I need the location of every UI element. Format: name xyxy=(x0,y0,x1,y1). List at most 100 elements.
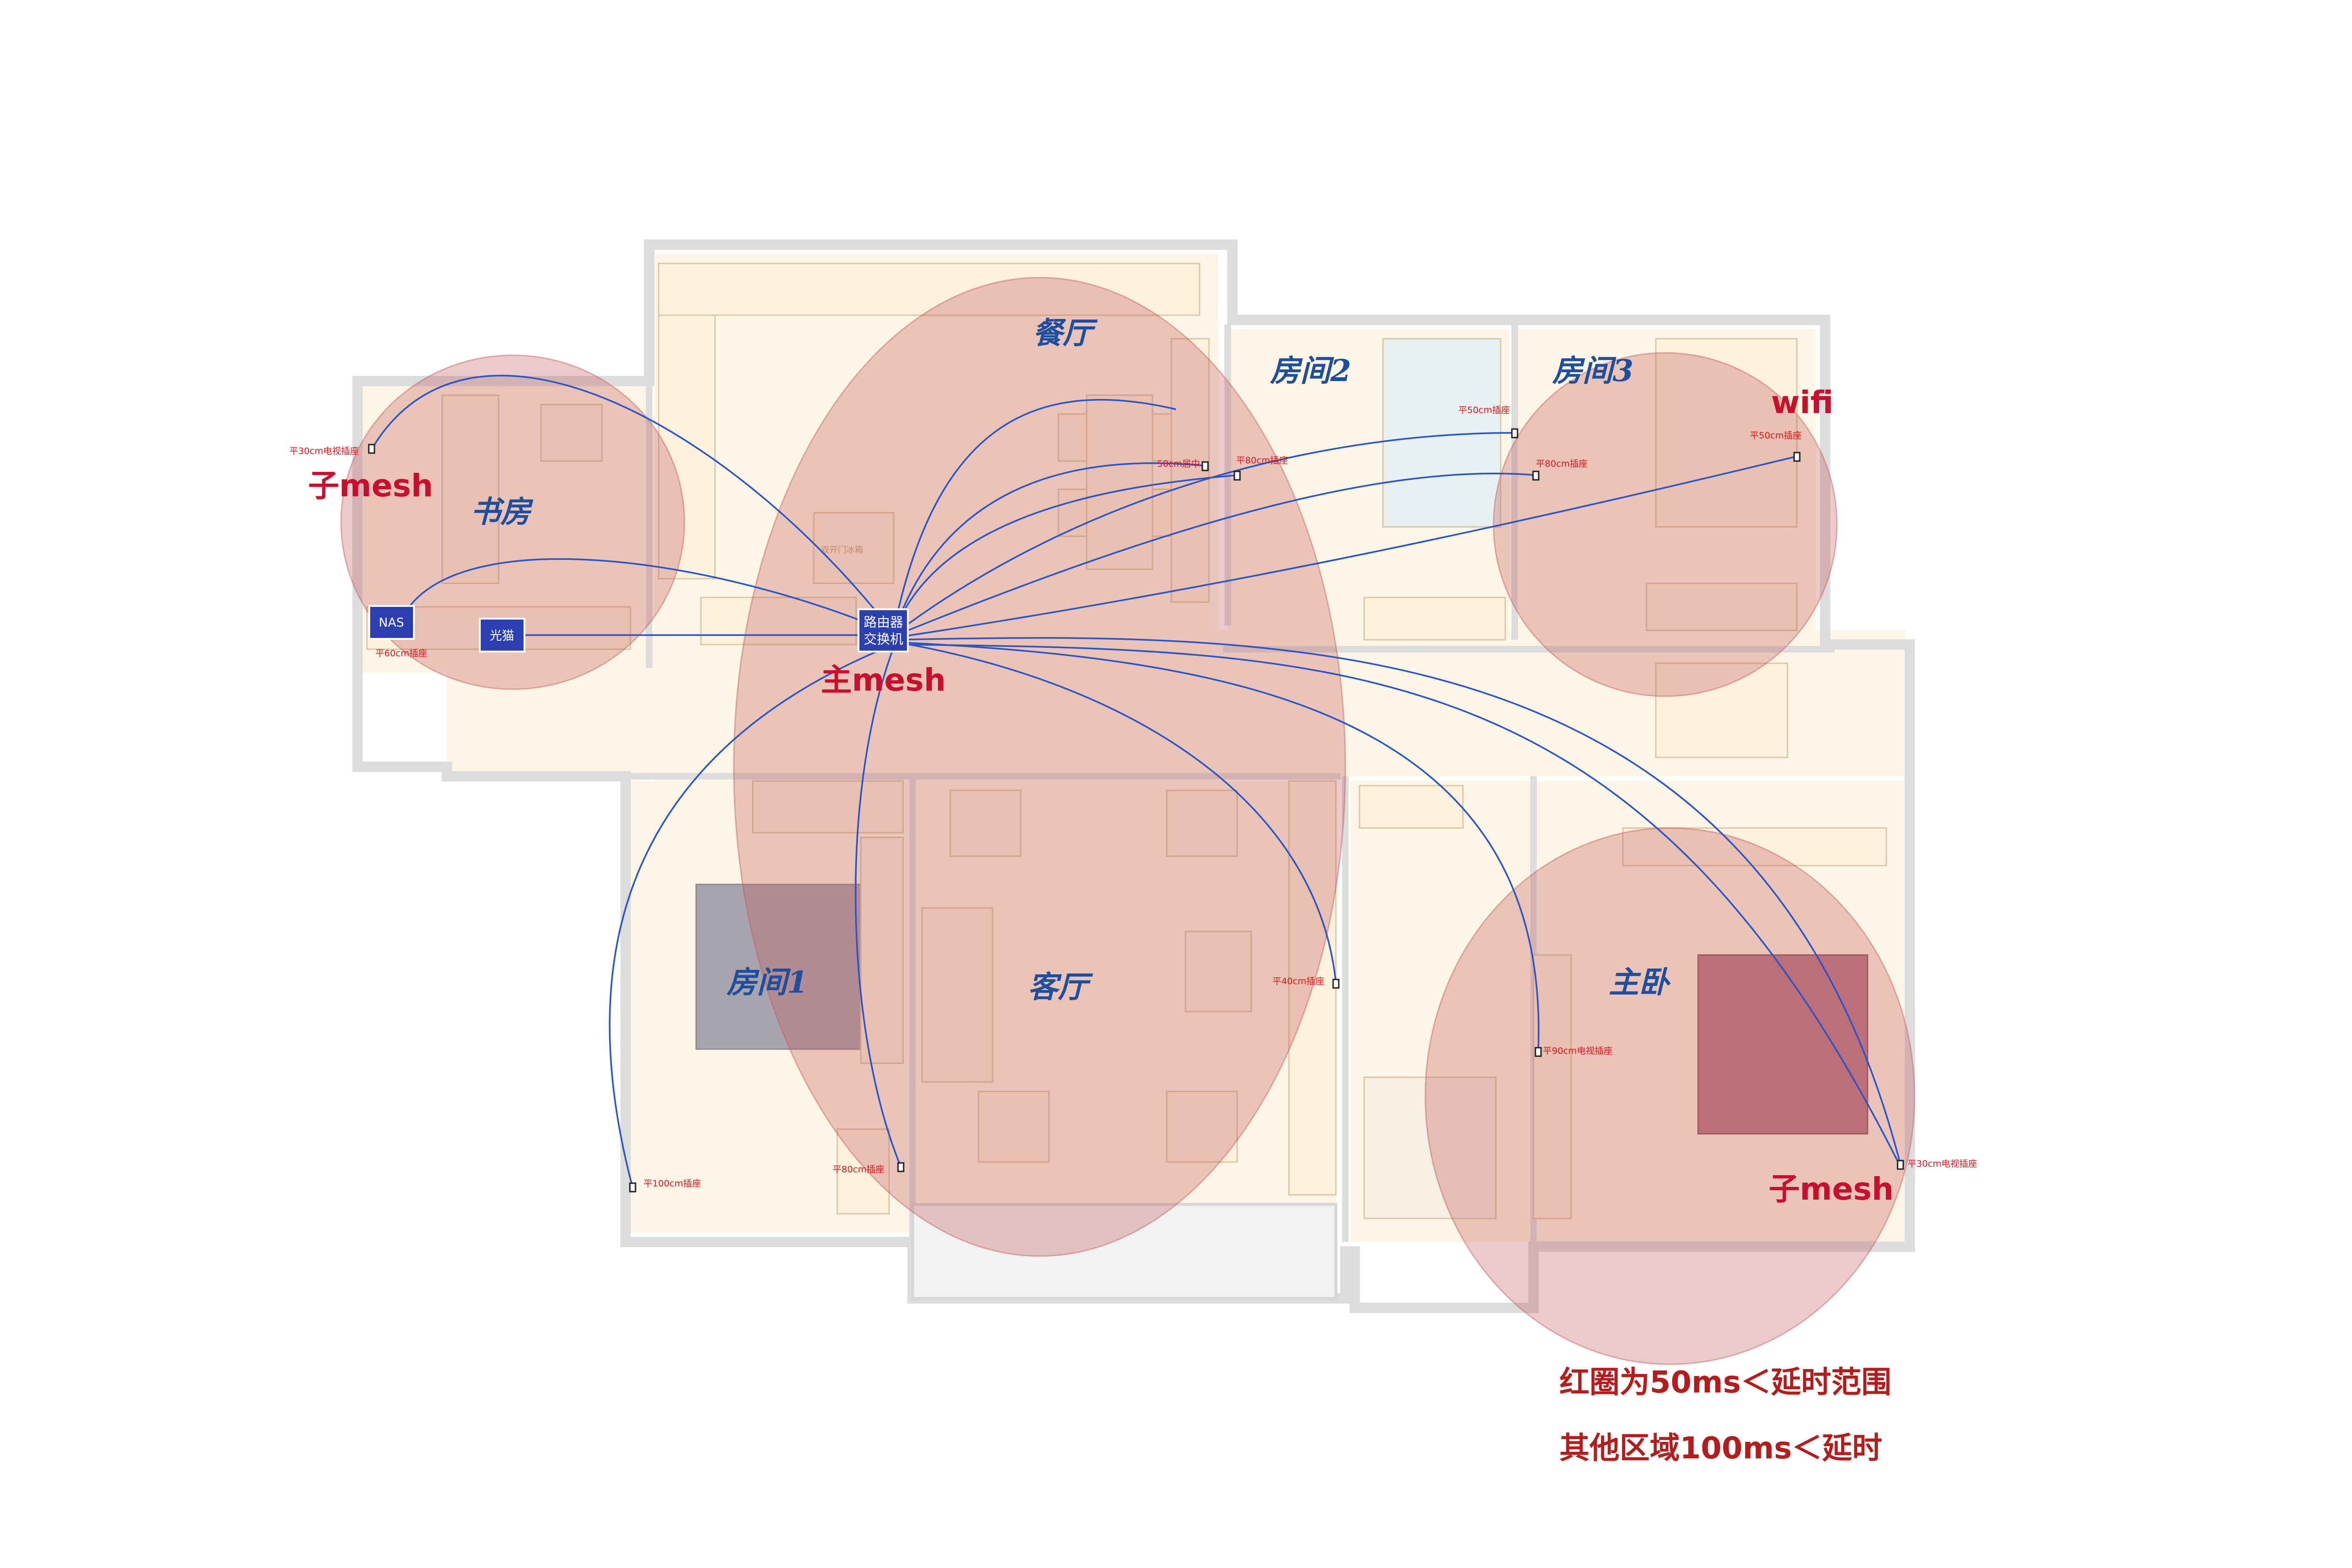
coverage-main xyxy=(733,277,1346,1257)
living-armchair-4 xyxy=(977,1090,1050,1163)
mesh-label-wifi: wifi xyxy=(1771,384,1834,421)
devices: 路由器 交换机 NAS 光猫 xyxy=(368,605,909,653)
wire-dining-top xyxy=(893,398,1176,631)
socket-room3-right xyxy=(1793,452,1801,462)
room-label-dining: 餐厅 xyxy=(1033,316,1098,351)
coverage-master xyxy=(1424,827,1915,1365)
master-wardrobe xyxy=(1533,954,1572,1219)
socket-master-right xyxy=(1897,1160,1904,1170)
room-label-study: 书房 xyxy=(470,494,533,530)
router-label-line1: 路由器 xyxy=(864,614,903,630)
socket-dining-mid xyxy=(1201,461,1209,471)
modem-device xyxy=(479,618,525,653)
socket-label-study-top: 平30cm电视插座 xyxy=(289,446,359,456)
socket-label-room3-left: 平80cm插座 xyxy=(1536,459,1588,469)
room-label-room2: 房间2 xyxy=(1270,353,1351,389)
bath-floor xyxy=(1363,1076,1497,1219)
bath-vanity xyxy=(1359,785,1464,829)
living-armchair-5 xyxy=(1166,1090,1238,1163)
wire-room3-left xyxy=(896,472,1536,636)
mesh-label-sub-master: 子mesh xyxy=(1769,1171,1894,1207)
wire-master-left xyxy=(896,641,1540,1052)
socket-label-room1-left: 平100cm插座 xyxy=(644,1178,701,1189)
kitchen-counter xyxy=(658,263,1200,316)
balcony xyxy=(911,1203,1337,1300)
dining-chair-1 xyxy=(1057,413,1088,462)
study-chair xyxy=(540,404,603,462)
master-bed xyxy=(1697,954,1868,1135)
living-armchair-3 xyxy=(1184,931,1252,1012)
room1-wardrobe xyxy=(860,836,904,1064)
wire-master-right xyxy=(896,637,1901,1165)
socket-label-master-left: 平90cm电视插座 xyxy=(1543,1046,1613,1056)
wire-room2 xyxy=(895,432,1515,634)
wire-master-right-2 xyxy=(896,644,1901,1167)
wire-room3-right xyxy=(896,455,1797,638)
socket-label-room2: 平50cm插座 xyxy=(1458,405,1510,415)
socket-label-dining-mid: 50cm居中 xyxy=(1157,459,1200,469)
floor-plan-base: 双开门冰箱 xyxy=(352,239,1915,1313)
dining-chair-2 xyxy=(1057,488,1088,537)
socket-labels: 平30cm电视插座 平60cm插座 50cm居中 平80cm插座 平50cm插座… xyxy=(289,405,1977,1189)
living-armchair-2 xyxy=(1166,789,1238,857)
router-label-line2: 交换机 xyxy=(864,631,903,647)
hall-cabinet xyxy=(700,597,857,645)
coverage-room3 xyxy=(1493,352,1838,697)
mesh-label-sub-study: 子mesh xyxy=(308,468,433,504)
nas-label: NAS xyxy=(379,616,404,630)
mesh-label-main: 主mesh xyxy=(821,662,946,698)
room3-desk xyxy=(1645,582,1798,631)
socket-label-room1-right: 平80cm插座 xyxy=(833,1164,884,1175)
living-tv-cabinet xyxy=(1288,780,1337,1196)
wire-room1-right xyxy=(855,646,902,1167)
fridge xyxy=(813,512,895,584)
room-label-room1: 房间1 xyxy=(726,965,808,1000)
wire-study-top xyxy=(371,374,892,631)
router-switch xyxy=(858,608,909,653)
socket-dining-right xyxy=(1233,470,1241,481)
socket-label-study-bottom: 平60cm插座 xyxy=(375,648,427,659)
mesh-labels: 主mesh 子mesh 子mesh wifi xyxy=(308,384,1894,1207)
room-label-room3: 房间3 xyxy=(1552,353,1634,389)
study-desk xyxy=(441,394,500,584)
living-armchair-1 xyxy=(949,789,1022,857)
legend-notes: 红圈为50ms＜延时范围 其他区域100ms＜延时 xyxy=(1559,1365,1891,1466)
bath-shower xyxy=(1655,662,1788,758)
socket-label-dining-right: 平80cm插座 xyxy=(1236,455,1288,466)
coverage-study xyxy=(340,354,685,690)
room3-bed xyxy=(1655,338,1798,528)
wire-room1-left xyxy=(609,644,894,1188)
socket-study-top xyxy=(368,444,375,454)
wire-dining-right xyxy=(893,474,1238,633)
socket-label-living: 平40cm插座 xyxy=(1272,976,1324,987)
room2-desk xyxy=(1363,597,1506,641)
socket-living xyxy=(1332,979,1340,989)
room1-chair xyxy=(836,1128,890,1215)
fridge-label: 双开门冰箱 xyxy=(821,545,863,555)
dining-table xyxy=(1086,394,1153,570)
socket-room2 xyxy=(1511,428,1518,438)
modem-label: 光猫 xyxy=(490,629,514,643)
socket-label-room3-right: 平50cm插座 xyxy=(1750,430,1802,441)
coverage-zones xyxy=(340,277,1915,1365)
room-label-master: 主卧 xyxy=(1609,965,1671,1000)
socket-room3-left xyxy=(1532,470,1540,481)
outer-walls xyxy=(352,239,1915,1313)
socket-room1-left xyxy=(629,1182,636,1193)
master-desk xyxy=(1622,827,1887,867)
note-line1: 红圈为50ms＜延时范围 xyxy=(1559,1365,1891,1400)
socket-room1-right xyxy=(897,1162,905,1172)
room-label-living: 客厅 xyxy=(1028,970,1093,1005)
nas-device xyxy=(368,605,415,640)
wire-study-nas xyxy=(408,558,892,634)
wire-living xyxy=(896,641,1337,984)
network-wires xyxy=(371,374,1901,1188)
note-line2: 其他区域100ms＜延时 xyxy=(1559,1431,1882,1466)
kitchen-counter-side xyxy=(658,314,716,580)
wire-dining-mid xyxy=(893,462,1205,633)
socket-label-master-right: 平30cm电视插座 xyxy=(1907,1159,1977,1169)
room-labels: 书房 餐厅 房间2 房间3 房间1 客厅 主卧 xyxy=(470,316,1671,1005)
room1-desk xyxy=(752,780,904,834)
socket-master-left xyxy=(1534,1047,1542,1057)
